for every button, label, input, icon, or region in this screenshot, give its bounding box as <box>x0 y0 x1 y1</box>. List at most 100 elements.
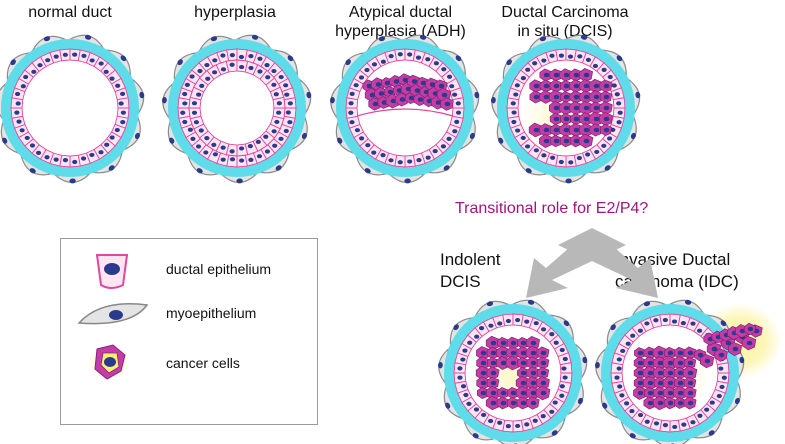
myoepithelial-nucleus <box>630 132 636 140</box>
epithelial-nucleus <box>513 92 519 97</box>
epithelial-nucleus <box>248 157 254 162</box>
epithelial-nucleus <box>14 110 20 115</box>
epithelial-nucleus <box>265 75 271 80</box>
cancer-nucleus <box>399 97 406 102</box>
label-normal-duct-text: normal duct <box>28 4 112 21</box>
epithelial-nucleus <box>229 53 235 58</box>
cancer-nucleus <box>420 80 427 86</box>
epithelial-nucleus <box>520 135 526 141</box>
epithelial-nucleus <box>15 101 21 106</box>
epithelial-nucleus <box>704 407 710 412</box>
epithelial-nucleus <box>559 393 565 398</box>
myoepithelial-nucleus <box>551 430 558 436</box>
cancer-nucleus <box>667 380 674 386</box>
cancer-nucleus <box>563 127 570 133</box>
cancer-nucleus <box>530 400 537 406</box>
cancer-nucleus <box>747 326 754 332</box>
epithelial-nucleus <box>630 333 636 338</box>
epithelial-nucleus <box>497 321 503 326</box>
epithelial-nucleus <box>620 348 626 354</box>
cancer-nucleus <box>667 350 674 356</box>
epithelial-nucleus <box>653 318 659 323</box>
myoepithelial-nucleus <box>2 137 8 144</box>
epithelial-nucleus <box>541 58 547 63</box>
cancer-nucleus <box>657 350 664 356</box>
epithelial-nucleus <box>24 135 30 141</box>
cancer-nucleus <box>369 92 376 98</box>
cancer-nucleus <box>687 400 694 406</box>
cancer-nucleus <box>530 360 537 366</box>
epithelial-nucleus <box>644 321 650 326</box>
epithelial-nucleus <box>198 128 204 133</box>
epithelial-nucleus <box>601 67 607 73</box>
cancer-nucleus <box>593 83 600 89</box>
epithelial-nucleus <box>576 155 582 161</box>
myoepithelial-nucleus <box>602 402 608 409</box>
epithelial-nucleus <box>690 321 696 326</box>
cancer-nucleus <box>533 94 540 100</box>
epithelial-nucleus <box>473 407 480 412</box>
epithelial-nucleus <box>182 119 188 125</box>
cancer-cells-icon <box>87 344 131 380</box>
epithelial-nucleus <box>354 128 361 133</box>
cancer-nucleus <box>583 105 590 111</box>
epithelial-nucleus <box>629 408 635 414</box>
duct-dcis <box>491 34 641 184</box>
epithelial-nucleus <box>540 414 546 419</box>
epithelial-nucleus <box>120 110 126 115</box>
epithelial-nucleus <box>380 59 387 64</box>
myoepithelial-nucleus <box>629 433 636 439</box>
cancer-nucleus <box>583 116 590 122</box>
epithelial-nucleus <box>478 326 485 331</box>
cancer-nucleus <box>520 390 527 396</box>
cancer-nucleus <box>435 100 442 105</box>
legend-label-myoepithelium: myoepithelium <box>166 305 257 321</box>
cancer-nucleus <box>603 83 610 89</box>
myoepithelial-nucleus <box>404 178 411 184</box>
cancer-nucleus <box>510 350 517 356</box>
label-indolent-dcis: Indolent DCIS <box>440 249 520 293</box>
epithelial-nucleus <box>358 75 365 80</box>
epithelial-nucleus <box>533 321 539 326</box>
legend-icons <box>77 254 149 380</box>
epithelial-nucleus <box>457 375 463 380</box>
epithelial-nucleus <box>449 84 455 89</box>
epithelial-nucleus <box>380 153 386 158</box>
myoepithelial-nucleus <box>498 137 504 144</box>
duct-hyperplasia <box>162 34 312 184</box>
epithelial-nucleus <box>23 74 29 80</box>
myoepithelial-nucleus <box>84 34 92 40</box>
epithelial-nucleus <box>474 334 480 339</box>
cancer-nucleus <box>573 105 580 111</box>
epithelial-nucleus <box>238 146 245 151</box>
cancer-nucleus <box>563 116 570 122</box>
cancer-nucleus <box>657 360 664 366</box>
cancer-nucleus <box>510 360 517 366</box>
cancer-nucleus <box>444 101 451 107</box>
epithelial-nucleus <box>441 67 447 72</box>
myoepithelial-nucleus <box>453 324 459 331</box>
myoepithelial-nucleus <box>419 34 427 40</box>
epithelial-nucleus <box>446 74 453 79</box>
myoepithelial-nucleus <box>563 320 570 327</box>
myoepithelial-nucleus <box>486 301 494 307</box>
epithelial-nucleus <box>455 101 461 106</box>
epithelial-nucleus <box>278 74 284 80</box>
cancer-nucleus <box>530 390 537 396</box>
cancer-nucleus <box>553 105 560 111</box>
cancer-nucleus <box>520 370 527 376</box>
epithelial-nucleus <box>274 119 280 125</box>
cancer-nucleus <box>390 98 397 104</box>
cancer-nucleus <box>553 138 560 144</box>
epithelial-nucleus <box>187 127 193 132</box>
cancer-nucleus <box>647 390 654 396</box>
epithelial-nucleus <box>532 61 538 66</box>
epithelial-nucleus <box>709 400 715 405</box>
epithelial-nucleus <box>229 62 235 67</box>
epithelial-nucleus <box>463 392 469 398</box>
cancer-nucleus <box>417 97 424 102</box>
cancer-nucleus <box>490 360 497 366</box>
ductal-epithelium-icon <box>95 254 129 289</box>
cancer-nucleus <box>687 350 694 356</box>
